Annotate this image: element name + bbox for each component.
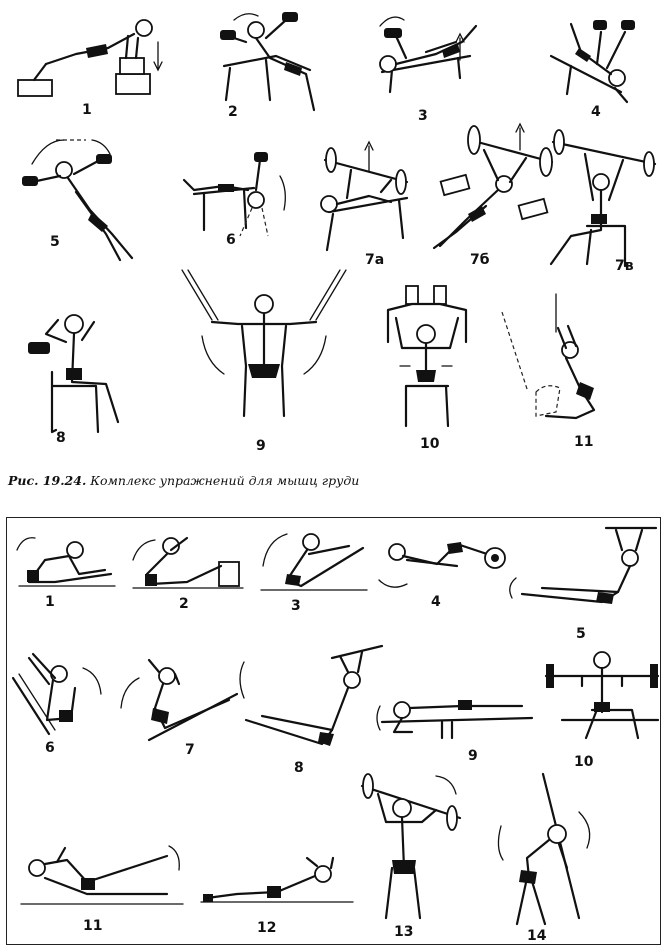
figure-number: 9 — [256, 438, 266, 454]
figure-caption: Рис. 19.24. Комплекс упражнений для мышц… — [8, 473, 658, 488]
figure-number: 6 — [45, 740, 55, 756]
figure-number: 1 — [82, 102, 92, 118]
figure-number: 4 — [431, 594, 441, 610]
hanging-leg-raise-illustration — [509, 526, 658, 604]
figure-number: 7а — [365, 252, 385, 268]
figure-number: 10 — [574, 754, 594, 770]
pec-deck-machine-illustration — [386, 285, 468, 428]
figure-number: 6 — [226, 232, 236, 248]
exercise-figure-9: 9 — [176, 266, 356, 456]
incline-board-crunch-illustration — [11, 652, 102, 736]
exercise-figure-b3: 3 — [257, 526, 372, 621]
cable-crossover-illustration — [181, 269, 347, 418]
exercise-figure-b6: 6 — [9, 648, 119, 758]
decline-press-illustration — [549, 20, 635, 104]
kneeling-cable-pulldown-illustration — [501, 293, 596, 420]
abdominal-exercises-panel: 1 2 3 — [6, 517, 661, 945]
standing-bar-twist-illustration — [497, 772, 591, 926]
figure-number: 11 — [83, 918, 103, 934]
figure-number: 13 — [394, 924, 414, 940]
incline-barbell-press-illustration — [432, 122, 554, 250]
caption-prefix: Рис. 19.24. — [8, 473, 87, 488]
dumbbell-pullover-illustration — [182, 152, 286, 237]
side-lying-leg-raise-illustration — [20, 845, 184, 905]
pushup-illustration — [17, 19, 163, 97]
barbell-bench-press-illustration — [320, 140, 409, 252]
figure-number: 2 — [228, 104, 238, 120]
seated-barbell-press-illustration — [549, 129, 657, 268]
exercise-figure-10: 10 — [376, 282, 486, 454]
figure-number: 2 — [179, 596, 189, 612]
bench-crunch-illustration — [376, 700, 534, 740]
figure-number: 3 — [291, 598, 301, 614]
exercise-figure-b7: 7 — [119, 648, 239, 758]
exercise-figure-b8: 8 — [232, 638, 402, 776]
exercise-figure-b12: 12 — [197, 836, 357, 944]
exercise-figure-b14: 14 — [487, 768, 607, 944]
exercise-figure-7c: 7в — [531, 129, 661, 275]
exercise-figure-8: 8 — [16, 302, 131, 452]
exercise-figure-6: 6 — [174, 150, 294, 255]
figure-number: 7б — [470, 252, 490, 268]
incline-dumbbell-press-illustration — [220, 12, 316, 112]
figure-number: 8 — [294, 760, 304, 776]
exercise-figure-b10: 10 — [542, 646, 662, 776]
caption-title: Комплекс упражнений для мышц груди — [90, 473, 360, 488]
exercise-figure-b2: 2 — [127, 530, 247, 620]
figure-number: 11 — [574, 434, 594, 450]
floor-oblique-crunch-illustration — [200, 856, 354, 903]
figure-number: 5 — [50, 234, 60, 250]
lying-crunch-illustration — [16, 537, 116, 587]
exercise-figure-b5: 5 — [502, 522, 662, 642]
figure-number: 14 — [527, 928, 547, 944]
exercise-figure-7a: 7а — [311, 140, 421, 272]
figure-number: 8 — [56, 430, 66, 446]
exercise-figure-b11: 11 — [17, 828, 187, 943]
lying-leg-raise-illustration — [239, 644, 384, 746]
bench-flyes-illustration — [379, 16, 478, 94]
seated-barbell-twist-illustration — [544, 651, 660, 740]
figure-number: 12 — [257, 920, 277, 936]
exercise-figure-11: 11 — [496, 292, 626, 457]
exercise-figure-7b: 7б — [426, 122, 561, 272]
figure-number: 5 — [576, 626, 586, 642]
v-situp-illustration — [260, 533, 368, 591]
exercise-figure-3: 3 — [366, 12, 486, 124]
figure-number: 10 — [420, 436, 440, 452]
figure-number: 7 — [185, 742, 195, 758]
figure-number: 9 — [468, 748, 478, 764]
exercise-figure-2: 2 — [206, 8, 326, 120]
exercise-figure-b13: 13 — [352, 768, 472, 944]
exercise-figure-1: 1 — [16, 12, 166, 118]
figure-number: 4 — [591, 104, 601, 120]
seated-dumbbell-extension-illustration — [28, 314, 120, 434]
situp-box-illustration — [132, 536, 244, 589]
exercise-figure-b1: 1 — [15, 530, 125, 620]
lying-flyes-illustration — [22, 139, 134, 262]
decline-situp-illustration — [120, 658, 239, 742]
figure-number: 7в — [615, 258, 634, 274]
exercise-figure-4: 4 — [541, 12, 656, 120]
exercise-figure-b9: 9 — [372, 678, 537, 778]
figure-number: 1 — [45, 594, 55, 610]
exercise-figure-b4: 4 — [377, 530, 517, 620]
ab-wheel-illustration — [378, 542, 506, 588]
chest-exercises-panel: 1 2 3 — [6, 2, 661, 460]
standing-barbell-side-bend-illustration — [360, 773, 462, 920]
figure-number: 3 — [418, 108, 428, 124]
exercise-figure-5: 5 — [16, 134, 166, 269]
